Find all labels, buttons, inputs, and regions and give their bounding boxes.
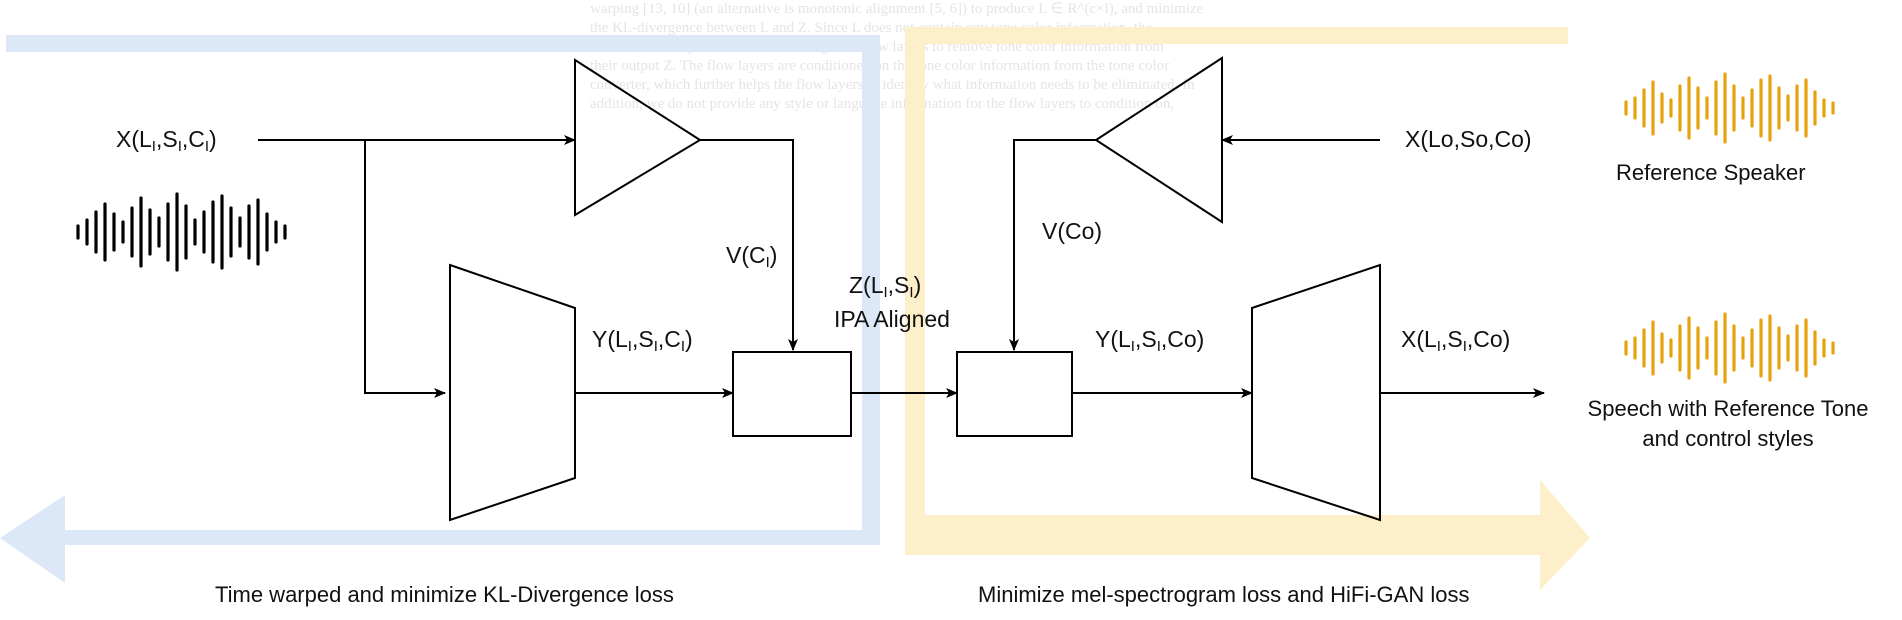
posterior-encoder <box>449 263 576 522</box>
arrow-vco-to-flow <box>1009 139 1096 351</box>
kl-loss-arrow <box>0 35 880 583</box>
waveform-icon <box>1624 72 1835 144</box>
waveform-icon <box>1624 312 1835 384</box>
speech-output-line2: and control styles <box>1642 426 1814 451</box>
mel-loss-label: Minimize mel-spectrogram loss and HiFi-G… <box>978 582 1470 607</box>
input-audio-label: X(LI,SI,CI) <box>116 126 217 155</box>
background-text-line: addition, we do not provide any style or… <box>590 96 1175 112</box>
background-text-line: warping [13, 10] (an alternative is mono… <box>590 1 1204 17</box>
tone-color-extractor-right <box>1094 56 1223 224</box>
kl-loss-label: Time warped and minimize KL-Divergence l… <box>215 582 674 607</box>
flow-block-right <box>956 351 1073 437</box>
reference-speaker-label: Reference Speaker <box>1616 160 1806 185</box>
waveform-icon <box>76 192 287 272</box>
y-right-label: Y(LI,SI,Co) <box>1095 326 1205 355</box>
mel-loss-arrow <box>905 27 1590 590</box>
arrow-vci-to-flow <box>700 139 798 351</box>
decoder <box>1251 263 1381 522</box>
output-label: X(LI,SI,Co) <box>1401 326 1511 355</box>
flow-block-left <box>732 351 852 437</box>
speech-output-line1: Speech with Reference Tone <box>1587 396 1869 421</box>
reference-tone-vector-label: V(Co) <box>1042 218 1103 244</box>
speech-output-label: Speech with Reference Tone and control s… <box>1562 396 1894 452</box>
arrow-input-to-posterior-encoder <box>364 140 446 398</box>
y-left-label: Y(LI,SI,CI) <box>592 326 693 355</box>
reference-input-label: X(Lo,So,Co) <box>1405 126 1532 152</box>
tone-color-extractor-left <box>574 58 702 217</box>
latent-z-label: Z(LI,SI) <box>849 272 922 301</box>
tone-color-vector-label: V(CI) <box>726 242 778 271</box>
ipa-aligned-label: IPA Aligned <box>834 306 950 332</box>
background-text-line: converter, which further helps the flow … <box>590 77 1195 93</box>
